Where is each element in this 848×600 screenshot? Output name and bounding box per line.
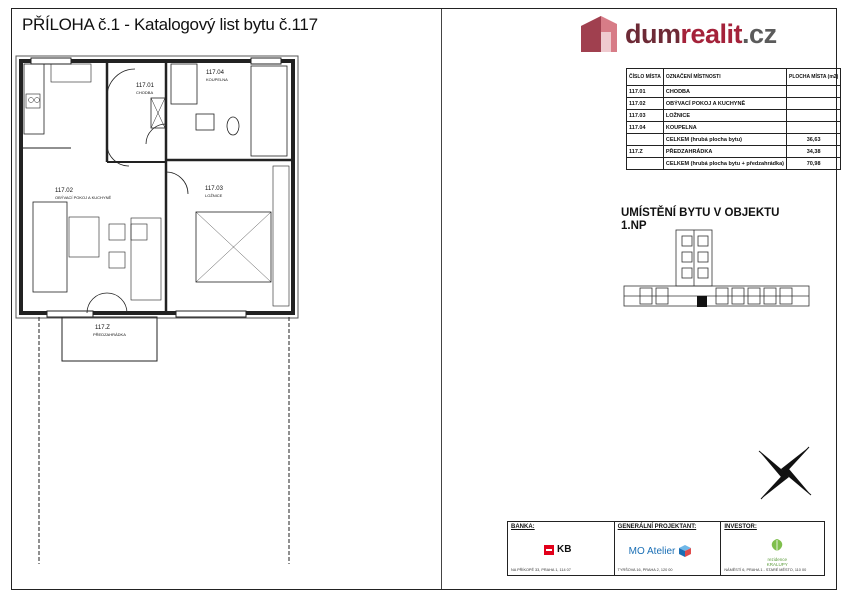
room-label-117-04-name: KOUPELNA (206, 77, 228, 82)
location-floor: 1.NP (621, 220, 647, 232)
cell-area (785, 109, 842, 122)
table-row: 117.04 KOUPELNA (626, 121, 842, 134)
location-heading: UMÍSTĚNÍ BYTU V OBJEKTU (621, 207, 780, 219)
cell-area: 70,98 (785, 157, 842, 170)
designer-block: GENERÁLNÍ PROJEKTANT: MO Atelier TYRŠOVA… (615, 522, 722, 575)
cell-number: 117.02 (626, 97, 664, 110)
kb-logo-icon (544, 544, 554, 555)
leaf-icon (772, 539, 783, 551)
cube-icon (678, 544, 692, 558)
kb-logo-text: KB (557, 544, 572, 555)
table-row: CELKEM (hrubá plocha bytu) 36,63 (626, 133, 842, 146)
room-label-117-02-name: OBÝVACÍ POKOJ A KUCHYNĚ (55, 195, 111, 200)
watermark-text-3: .cz (742, 18, 777, 49)
cell-area: 34,38 (785, 145, 842, 158)
cell-number: 117.01 (626, 85, 664, 98)
cell-name: PŘEDZAHRÁDKA (662, 145, 787, 158)
bank-address: NA PŘÍKOPĚ 33, PRAHA 1, 114 07 (511, 568, 571, 572)
north-arrow-icon (758, 446, 812, 500)
title-block: BANKA: KB NA PŘÍKOPĚ 33, PRAHA 1, 114 07… (507, 521, 825, 576)
header-name: OZNAČENÍ MÍSTNOSTI (662, 68, 787, 86)
investor-block: INVESTOR: rezidence KRALUPY NÁMĚSTÍ 6, P… (721, 522, 824, 575)
room-label-117-01-number: 117.01 (136, 83, 155, 89)
cell-name: CHODBA (662, 85, 787, 98)
room-table-header: ČÍSLO MÍSTA OZNAČENÍ MÍSTNOSTI PLOCHA MÍ… (626, 68, 842, 86)
cell-name: CELKEM (hrubá plocha bytu) (662, 133, 787, 146)
room-label-117-z-number: 117.Z (95, 325, 110, 331)
room-label-117-z-name: PŘEDZAHRÁDKA (93, 332, 126, 337)
cell-number (626, 133, 664, 146)
drawing-sheet: PŘÍLOHA č.1 - Katalogový list bytu č.117 (11, 8, 837, 590)
cell-name: OBÝVACÍ POKOJ A KUCHYNĚ (662, 97, 787, 110)
cell-number: 117.04 (626, 121, 664, 134)
room-label-117-02-number: 117.02 (55, 188, 74, 194)
header-area: PLOCHA MÍSTA (m2) (785, 68, 842, 86)
watermark-text-2: realit (680, 18, 743, 49)
fold-line (441, 9, 442, 589)
investor-address: NÁMĚSTÍ 6, PRAHA 1 - STARÉ MĚSTO, 110 00 (724, 568, 807, 572)
location-title: UMÍSTĚNÍ BYTU V OBJEKTU 1.NP (621, 207, 779, 233)
room-table: ČÍSLO MÍSTA OZNAČENÍ MÍSTNOSTI PLOCHA MÍ… (626, 68, 842, 170)
room-label-117-03-name: LOŽNICE (205, 193, 223, 198)
room-label-117-04-number: 117.04 (206, 70, 225, 76)
table-row: 117.03 LOŽNICE (626, 109, 842, 122)
table-row: 117.02 OBÝVACÍ POKOJ A KUCHYNĚ (626, 97, 842, 110)
bank-block: BANKA: KB NA PŘÍKOPĚ 33, PRAHA 1, 114 07 (508, 522, 615, 575)
room-label-117-01-name: CHODBA (136, 90, 153, 95)
page-title: PŘÍLOHA č.1 - Katalogový list bytu č.117 (22, 15, 318, 34)
cell-number: 117.03 (626, 109, 664, 122)
cell-number (626, 157, 664, 170)
designer-heading: GENERÁLNÍ PROJEKTANT: (617, 524, 697, 530)
table-row: 117.Z PŘEDZAHRÁDKA 34,38 (626, 145, 842, 158)
cell-area (785, 85, 842, 98)
cell-name: KOUPELNA (662, 121, 787, 134)
cell-area: 36,63 (785, 133, 842, 146)
mo-atelier-logo: MO Atelier (629, 544, 693, 558)
cell-number: 117.Z (626, 145, 664, 158)
unit-highlight (697, 296, 707, 307)
mo-atelier-logo-text: MO Atelier (628, 545, 676, 557)
cell-name: CELKEM (hrubá plocha bytu + předzahrádka… (662, 157, 787, 170)
table-row: 117.01 CHODBA (626, 85, 842, 98)
kb-logo: KB (544, 544, 571, 555)
cell-area (785, 121, 842, 134)
rezidence-kralupy-logo-text: rezidence KRALUPY (766, 557, 788, 567)
cell-area (785, 97, 842, 110)
house-icon (577, 14, 621, 54)
watermark-text-1: dum (625, 18, 681, 49)
cell-name: LOŽNICE (662, 109, 787, 122)
investor-heading: INVESTOR: (724, 524, 757, 530)
table-row: CELKEM (hrubá plocha bytu + předzahrádka… (626, 157, 842, 170)
floor-plan: 117.01 CHODBA 117.04 KOUPELNA 117.02 OBÝ… (15, 55, 299, 564)
header-number: ČÍSLO MÍSTA (626, 68, 664, 86)
bank-heading: BANKA: (511, 524, 535, 530)
watermark-logo: dumrealit.cz (577, 14, 777, 54)
designer-address: TYRŠOVA 16, PRAHA 2, 120 00 (617, 568, 673, 572)
rezidence-kralupy-logo: rezidence KRALUPY (761, 538, 793, 567)
room-label-117-03-number: 117.03 (205, 186, 224, 192)
building-location-diagram (623, 229, 810, 307)
